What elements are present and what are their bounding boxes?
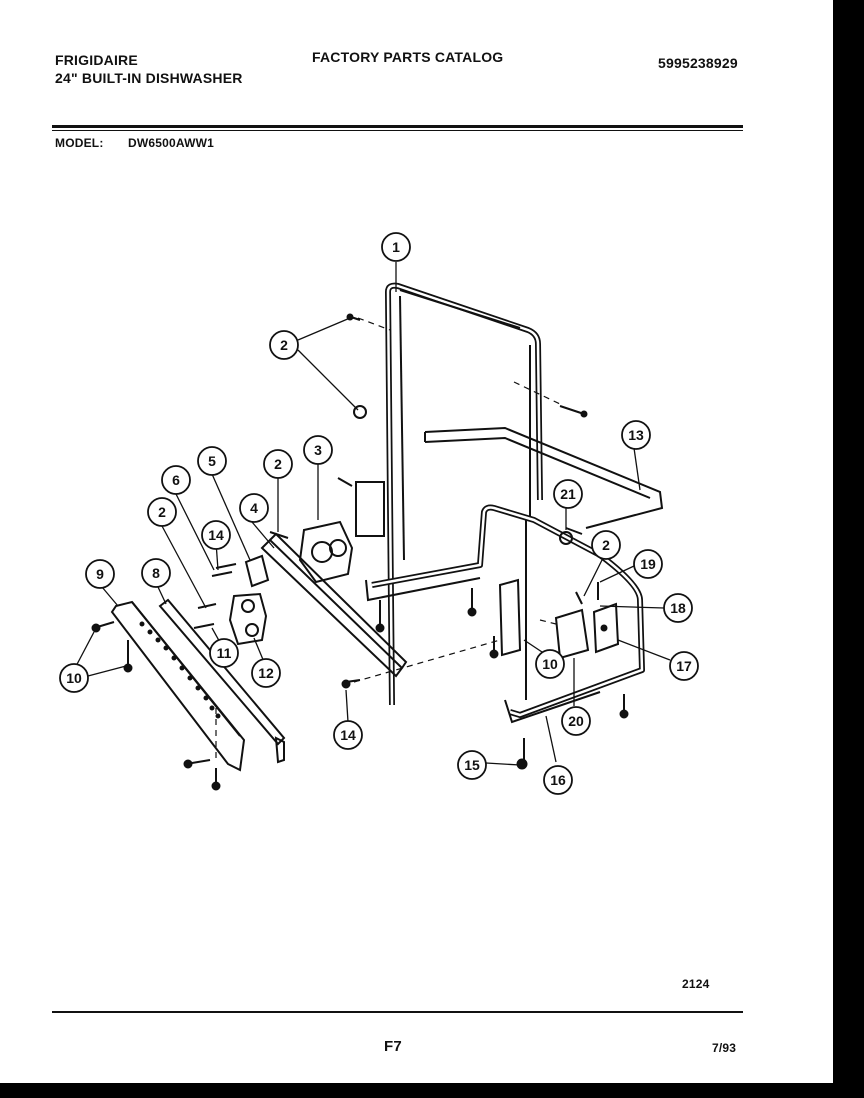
callout-5: 5 <box>197 446 227 476</box>
svg-text:2: 2 <box>158 504 166 520</box>
callout-2a: 2 <box>269 330 299 360</box>
base-frame <box>365 504 645 724</box>
catalog-number: 5995238929 <box>658 55 738 71</box>
strip-perforations <box>139 621 221 719</box>
svg-text:9: 9 <box>96 566 104 582</box>
screws <box>91 313 629 791</box>
callout-4: 4 <box>239 493 269 523</box>
svg-text:17: 17 <box>676 658 692 674</box>
svg-text:5: 5 <box>208 453 216 469</box>
svg-text:20: 20 <box>568 713 584 729</box>
svg-text:2: 2 <box>602 537 610 553</box>
svg-text:13: 13 <box>628 427 644 443</box>
svg-text:8: 8 <box>152 565 160 581</box>
callout-2d: 2 <box>591 530 621 560</box>
frame-assembly <box>385 282 543 706</box>
footer-rule <box>52 1011 743 1013</box>
small-bracket <box>244 554 270 588</box>
catalog-title: FACTORY PARTS CATALOG <box>312 49 504 65</box>
callout-17: 17 <box>669 651 699 681</box>
svg-text:14: 14 <box>208 527 224 543</box>
svg-text:12: 12 <box>258 665 274 681</box>
callout-15: 15 <box>457 750 487 780</box>
svg-text:6: 6 <box>172 472 180 488</box>
control-strip <box>110 600 246 772</box>
callout-12: 12 <box>251 658 281 688</box>
callout-19: 19 <box>633 549 663 579</box>
callout-11: 11 <box>209 638 239 668</box>
svg-text:4: 4 <box>250 500 258 516</box>
svg-text:1: 1 <box>392 239 400 255</box>
side-bracket <box>498 578 522 657</box>
svg-text:16: 16 <box>550 772 566 788</box>
callout-14b: 14 <box>333 720 363 750</box>
model-number: DW6500AWW1 <box>128 136 215 150</box>
callout-6: 6 <box>161 465 191 495</box>
drawing-number: 2124 <box>682 977 710 991</box>
svg-text:10: 10 <box>66 670 82 686</box>
svg-text:19: 19 <box>640 556 656 572</box>
product-name: 24" BUILT-IN DISHWASHER <box>55 70 243 86</box>
switch-assembly <box>228 592 268 646</box>
callout-10a: 10 <box>59 663 89 693</box>
svg-text:2: 2 <box>280 337 288 353</box>
rail-bar <box>424 426 664 529</box>
callout-10b: 10 <box>535 649 565 679</box>
page-code: F7 <box>384 1038 402 1055</box>
header-rule-thin <box>52 130 743 131</box>
callout-20: 20 <box>561 706 591 736</box>
leader-lines <box>73 262 671 766</box>
callout-13: 13 <box>621 420 651 450</box>
svg-text:10: 10 <box>542 656 558 672</box>
svg-text:11: 11 <box>217 645 232 661</box>
header-rule-thick <box>52 125 743 128</box>
callout-14a: 14 <box>201 520 231 550</box>
valve-assembly <box>298 481 385 584</box>
svg-text:15: 15 <box>464 757 480 773</box>
callout-16: 16 <box>543 765 573 795</box>
callout-3: 3 <box>303 435 333 465</box>
brand-name: FRIGIDAIRE <box>55 52 138 68</box>
callout-18: 18 <box>663 593 693 623</box>
callout-2b: 2 <box>263 449 293 479</box>
svg-text:2: 2 <box>274 456 282 472</box>
svg-text:21: 21 <box>560 486 576 502</box>
callout-2c: 2 <box>147 497 177 527</box>
alignment-lines <box>215 317 561 760</box>
callout-8: 8 <box>141 558 171 588</box>
svg-text:3: 3 <box>314 442 322 458</box>
model-label: MODEL: <box>55 136 104 150</box>
svg-text:14: 14 <box>340 727 356 743</box>
catalog-page: FRIGIDAIRE 24" BUILT-IN DISHWASHER FACTO… <box>0 0 833 1083</box>
right-brackets <box>554 602 620 660</box>
callout-1: 1 <box>381 232 411 262</box>
revision-date: 7/93 <box>712 1041 737 1055</box>
exploded-parts-diagram: 1 2 2 2 2 3 4 5 6 8 9 10 10 11 12 13 14 … <box>59 232 699 795</box>
svg-text:18: 18 <box>670 600 686 616</box>
callout-21: 21 <box>553 479 583 509</box>
callout-9: 9 <box>85 559 115 589</box>
